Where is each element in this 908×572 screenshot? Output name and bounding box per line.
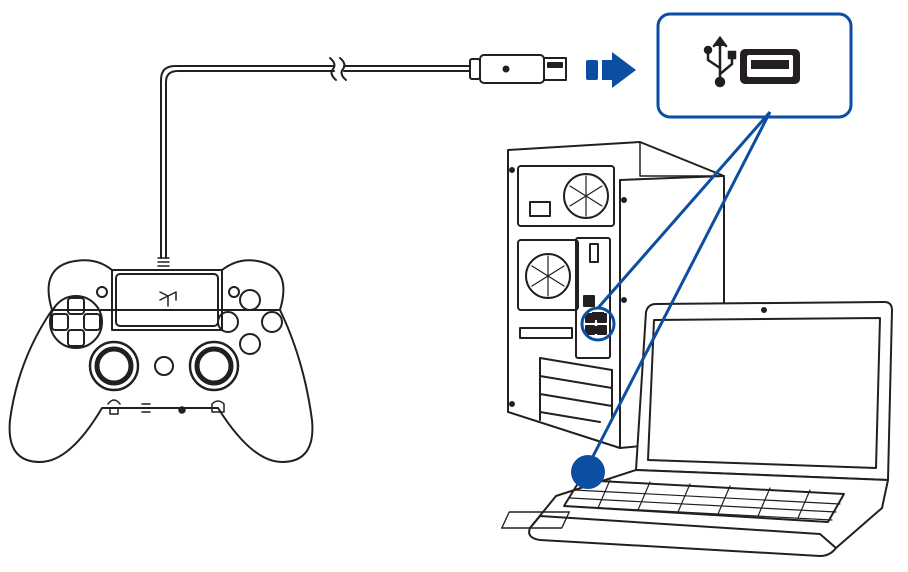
laptop-port-marker	[571, 455, 605, 489]
d-pad	[49, 295, 103, 349]
bottom-buttons	[107, 399, 225, 415]
usb-cable	[157, 57, 471, 267]
right-thumbstick	[188, 340, 240, 392]
home-button	[154, 356, 174, 376]
desktop-port-marker	[580, 306, 616, 342]
razer-logo-icon	[159, 291, 177, 307]
laptop	[500, 301, 893, 557]
usb-plug	[469, 54, 567, 84]
usb-port-icon	[740, 49, 800, 84]
game-controller	[8, 259, 314, 463]
left-thumbstick	[88, 340, 140, 392]
usb-symbol-icon	[703, 35, 737, 88]
pointer-lines	[586, 111, 772, 467]
connection-highlights	[571, 12, 853, 489]
right-arrow-icon	[586, 52, 636, 88]
face-buttons	[217, 289, 283, 355]
